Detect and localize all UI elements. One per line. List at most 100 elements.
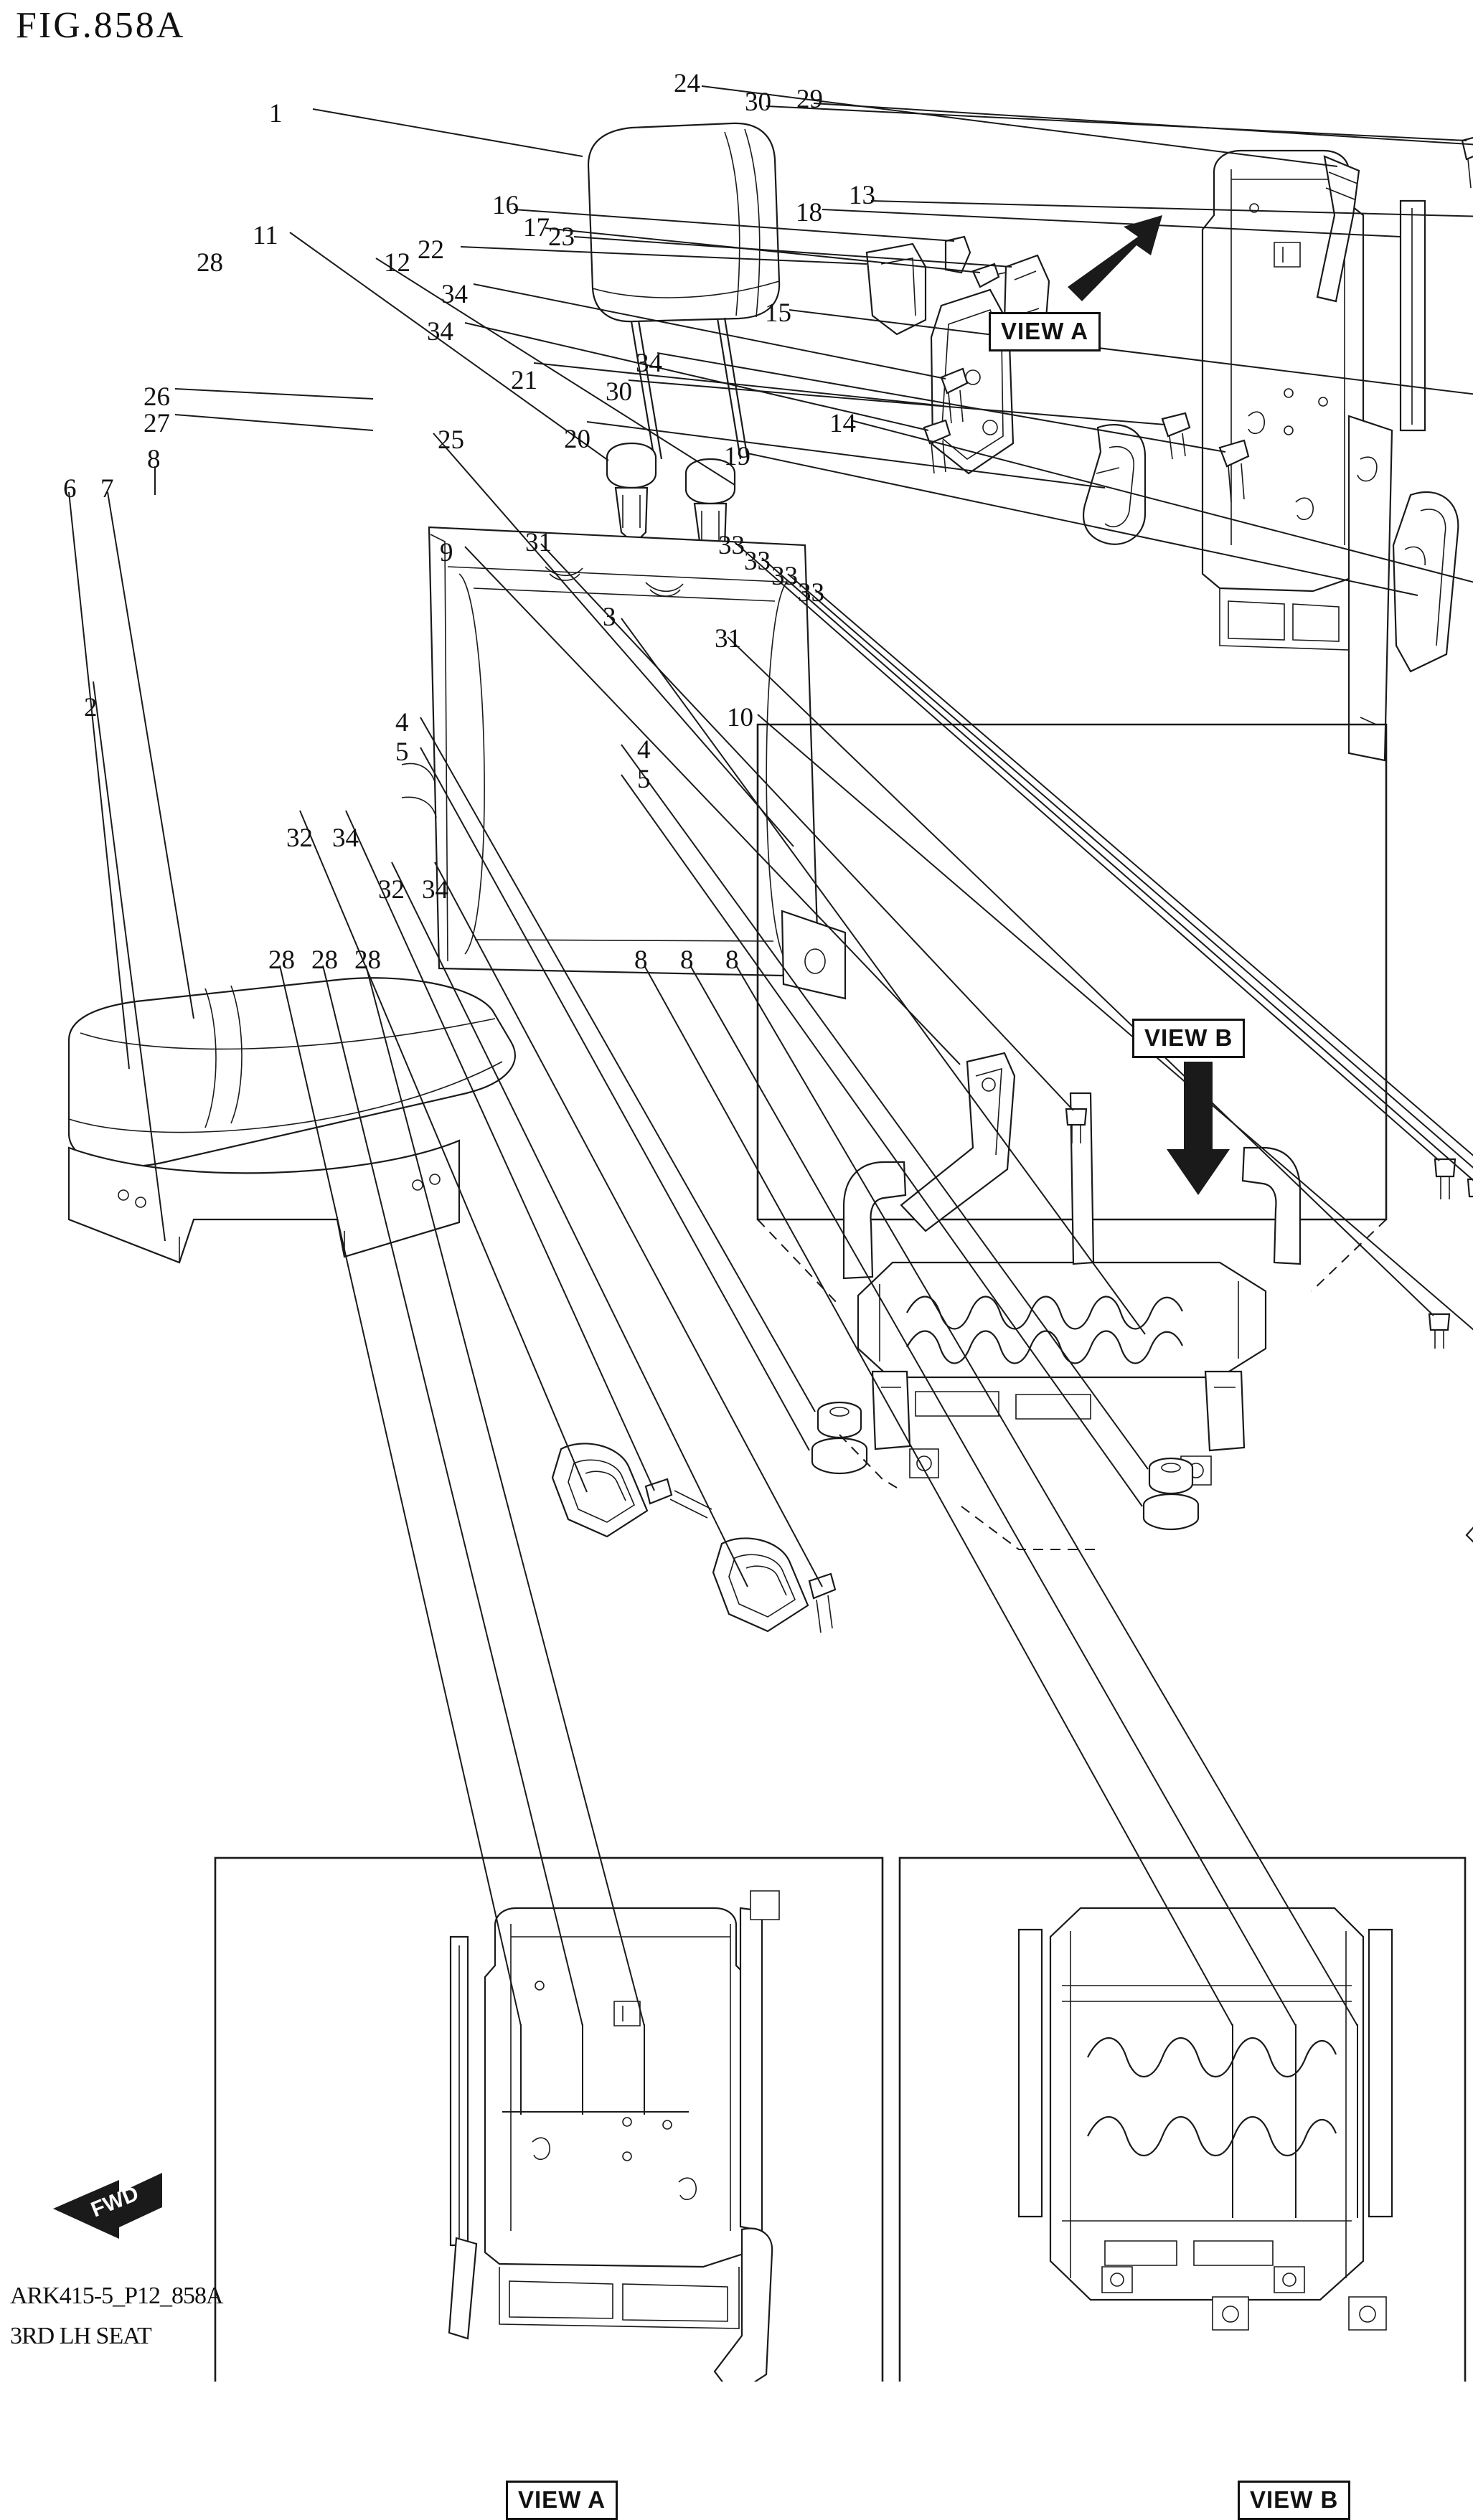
- parts-diagram-page: FIG.858A: [10, 5, 1473, 2520]
- callout-5: 5: [395, 737, 409, 767]
- callout-16: 16: [492, 191, 519, 220]
- part-16-clip: [944, 235, 971, 274]
- footer-part-code: ARK415-5_P12_858A: [10, 2283, 224, 2309]
- part-4-bush-left: [816, 1401, 862, 1439]
- callout-34: 34: [636, 349, 662, 378]
- part-4-bush-right: [1148, 1457, 1194, 1495]
- callout-6: 6: [63, 474, 77, 504]
- part-5-washer-right: [1142, 1493, 1200, 1531]
- callout-22: 22: [418, 235, 444, 265]
- part-seat-back-assembly: [401, 526, 847, 1000]
- callout-27: 27: [143, 409, 170, 438]
- callout-31: 31: [525, 528, 552, 557]
- bottom-view-a-panel: [214, 1856, 884, 2382]
- callout-4: 4: [395, 708, 409, 737]
- callout-4: 4: [637, 735, 651, 765]
- part-34-bolt-e: [808, 1572, 837, 1633]
- fwd-badge: FWD: [53, 2173, 162, 2239]
- callout-1: 1: [269, 99, 283, 128]
- leader-dash-a: [839, 1434, 898, 1488]
- part-22-bracket: [865, 242, 927, 336]
- callout-9: 9: [440, 538, 453, 567]
- callout-18: 18: [796, 198, 822, 227]
- callout-28: 28: [197, 248, 223, 278]
- callout-28: 28: [354, 945, 381, 975]
- callout-10: 10: [727, 703, 753, 732]
- view-b-label-top: VIEW B: [1132, 1019, 1246, 1058]
- callout-30: 30: [745, 88, 771, 117]
- callout-12: 12: [384, 248, 410, 278]
- figure-title: FIG.858A: [16, 5, 186, 46]
- callout-8: 8: [680, 945, 694, 975]
- callout-14: 14: [829, 409, 856, 438]
- view-b-arrow-top: [1167, 1062, 1230, 1195]
- part-10-bracket: [1465, 1526, 1473, 1543]
- callout-28: 28: [268, 945, 295, 975]
- callout-7: 7: [100, 474, 114, 504]
- callout-15: 15: [765, 298, 791, 328]
- part-34-bolt-c: [1218, 439, 1250, 503]
- callout-8: 8: [725, 945, 739, 975]
- callout-19: 19: [724, 442, 750, 471]
- leader-lines: [68, 85, 1473, 2026]
- part-20-latch: [1082, 424, 1147, 545]
- part-3-cushion-frame: [842, 1092, 1302, 1486]
- part-34-bolt-b: [923, 419, 951, 474]
- callout-26: 26: [143, 382, 170, 412]
- callout-8: 8: [634, 945, 648, 975]
- callout-11: 11: [253, 221, 278, 250]
- footer-description: 3RD LH SEAT: [10, 2323, 152, 2349]
- part-17-screw: [971, 263, 1020, 288]
- callout-33: 33: [718, 531, 745, 560]
- callout-32: 32: [378, 875, 405, 905]
- part-30-screw-a: [1461, 136, 1473, 189]
- part-32-cover-a: [551, 1443, 649, 1538]
- callout-33: 33: [771, 562, 798, 591]
- view-a-arrow-top: [1068, 215, 1162, 301]
- diagram-artwork: [67, 85, 1473, 2382]
- callout-2: 2: [84, 693, 98, 722]
- part-33-screws: [1434, 1158, 1473, 1199]
- callout-33: 33: [744, 547, 771, 576]
- leader-dash-d: [1311, 1219, 1387, 1292]
- callout-25: 25: [438, 425, 464, 455]
- view-b-region-outline: [756, 723, 1388, 1221]
- bottom-view-b-panel: [898, 1856, 1467, 2382]
- callout-34: 34: [422, 875, 448, 905]
- callout-30: 30: [606, 377, 632, 407]
- part-seat-back-frame-24: [1201, 149, 1426, 762]
- part-19-side-cover: [1392, 491, 1459, 673]
- leader-dash-b: [961, 1506, 1098, 1550]
- part-32-cover-b: [712, 1537, 809, 1633]
- part-31-screw-a: [1065, 1108, 1088, 1143]
- part-30-screw-b: [1161, 412, 1191, 460]
- view-a-label-top: VIEW A: [989, 312, 1101, 351]
- part-9-bracket: [900, 1052, 1016, 1232]
- part-headrest: [587, 122, 781, 460]
- callout-34: 34: [441, 280, 468, 309]
- callout-5: 5: [637, 765, 651, 794]
- callout-34: 34: [332, 824, 359, 853]
- callout-3: 3: [603, 603, 616, 632]
- callout-33: 33: [798, 578, 824, 608]
- callout-8: 8: [147, 445, 161, 474]
- callout-28: 28: [311, 945, 338, 975]
- callout-17: 17: [523, 213, 550, 242]
- callout-31: 31: [715, 624, 741, 653]
- part-34-bolt-a: [940, 367, 969, 424]
- callout-24: 24: [674, 69, 700, 98]
- callout-34: 34: [427, 317, 453, 346]
- callout-13: 13: [849, 181, 875, 210]
- part-seat-cushion-assembly: [67, 977, 516, 1264]
- callout-20: 20: [564, 425, 590, 454]
- view-b-label-bottom: VIEW B: [1238, 2481, 1351, 2520]
- callout-23: 23: [548, 222, 575, 252]
- part-headrest-guide-11: [606, 442, 657, 545]
- view-a-label-bottom: VIEW A: [506, 2481, 618, 2520]
- part-31-screw-b: [1428, 1313, 1451, 1349]
- bottom-view-b-drawing: [1017, 1907, 1393, 2331]
- leader-dash-c: [757, 1219, 840, 1306]
- bottom-view-a-drawing: [448, 1890, 780, 2382]
- callout-21: 21: [511, 366, 537, 395]
- part-5-washer-left: [811, 1437, 868, 1475]
